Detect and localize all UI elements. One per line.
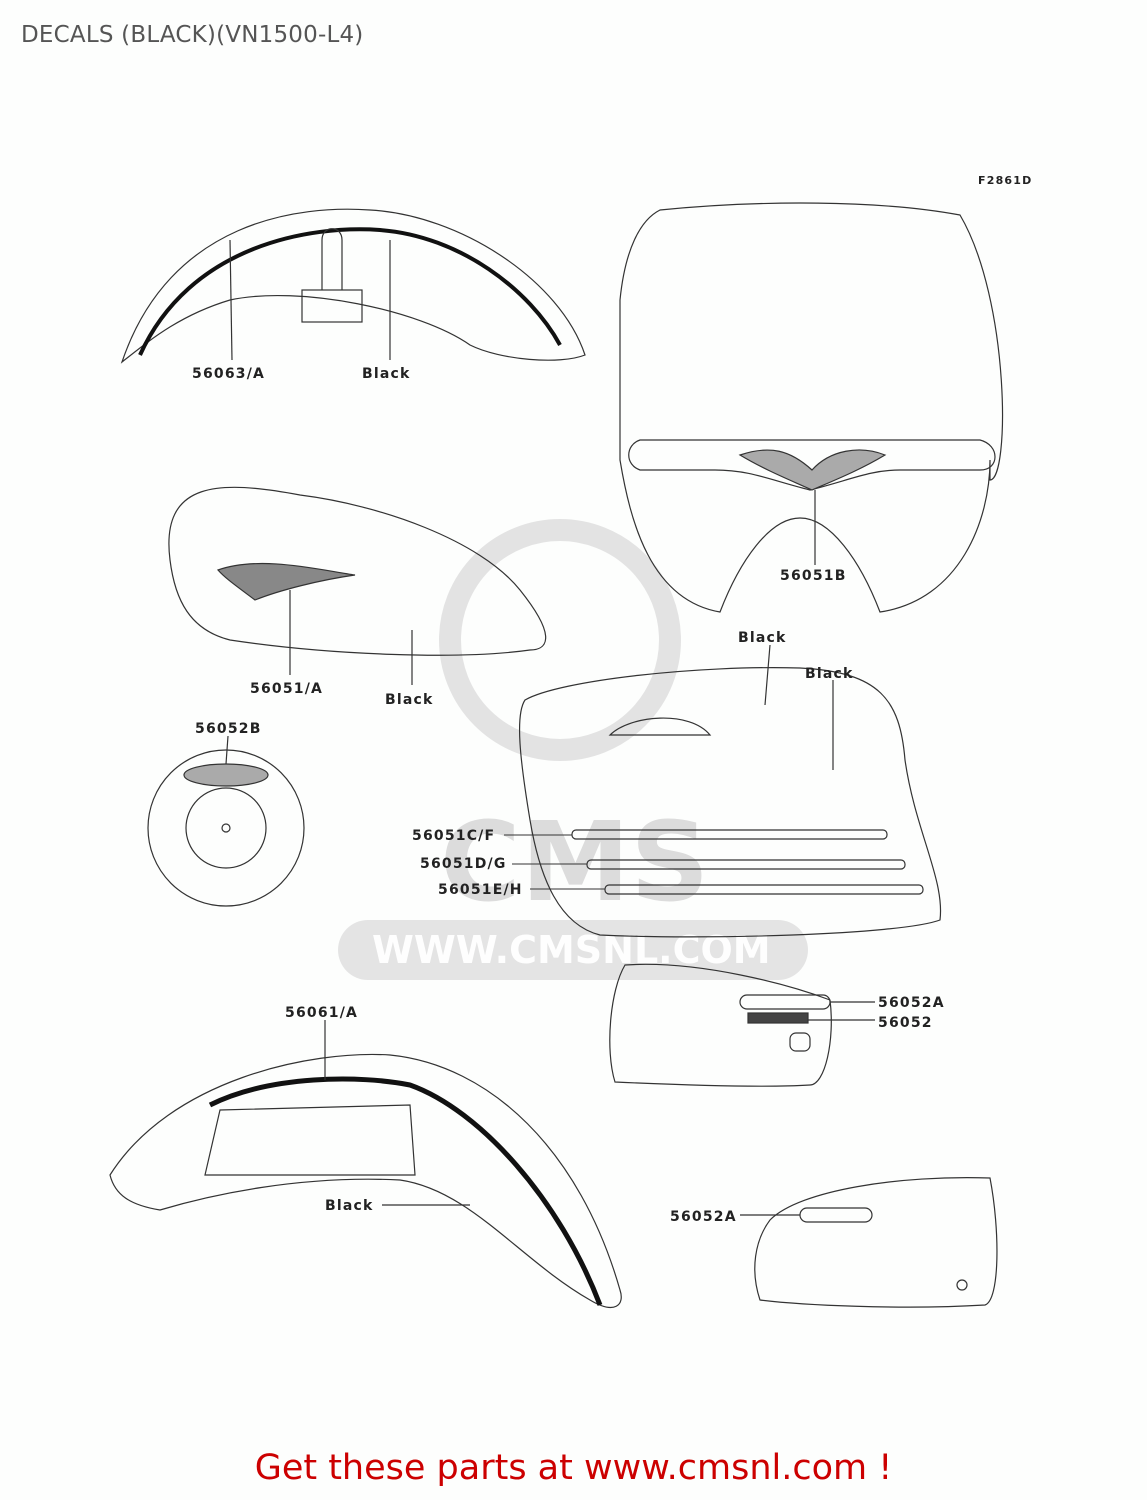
callout-56052b: 56052B: [195, 721, 262, 737]
callout-56061a: 56061/A: [285, 1005, 358, 1021]
callout-56051a: 56051/A: [250, 681, 323, 697]
saddlebag: [518, 644, 942, 938]
callout-rear-fender-black: Black: [325, 1198, 374, 1214]
callout-56052a: 56052A: [878, 995, 945, 1011]
watermark-url: WWW.CMSNL.COM: [372, 928, 771, 972]
front-fender: [120, 208, 586, 364]
fuel-tank: [168, 486, 547, 685]
watermark-brand: CMS: [440, 798, 709, 926]
callout-56052: 56052: [878, 1015, 933, 1031]
callout-56051eh: 56051E/H: [438, 882, 523, 898]
figure-code: F2861D: [978, 174, 1032, 187]
footer-link[interactable]: Get these parts at www.cmsnl.com !: [254, 1448, 893, 1488]
callout-56051cf: 56051C/F: [412, 828, 495, 844]
callout-56051dg: 56051D/G: [420, 856, 507, 872]
callout-56063a: 56063/A: [192, 366, 265, 382]
callout-left-56052a: 56052A: [670, 1209, 737, 1225]
windshield: [619, 202, 1004, 613]
left-side-cover: [740, 1177, 998, 1308]
callout-tank-black: Black: [385, 692, 434, 708]
watermark: CMS WWW.CMSNL.COM: [338, 519, 808, 980]
page-title: DECALS (BLACK)(VN1500-L4): [21, 22, 364, 48]
callout-bag-black-right: Black: [805, 666, 854, 682]
callout-front-fender-black: Black: [362, 366, 411, 382]
bag-leader-lines: [504, 834, 605, 890]
callout-bag-black-top: Black: [738, 630, 787, 646]
callout-56051b: 56051B: [780, 568, 847, 584]
air-cleaner-cover: [147, 735, 305, 907]
rear-fender: [109, 1020, 622, 1308]
right-side-cover: [609, 963, 875, 1087]
